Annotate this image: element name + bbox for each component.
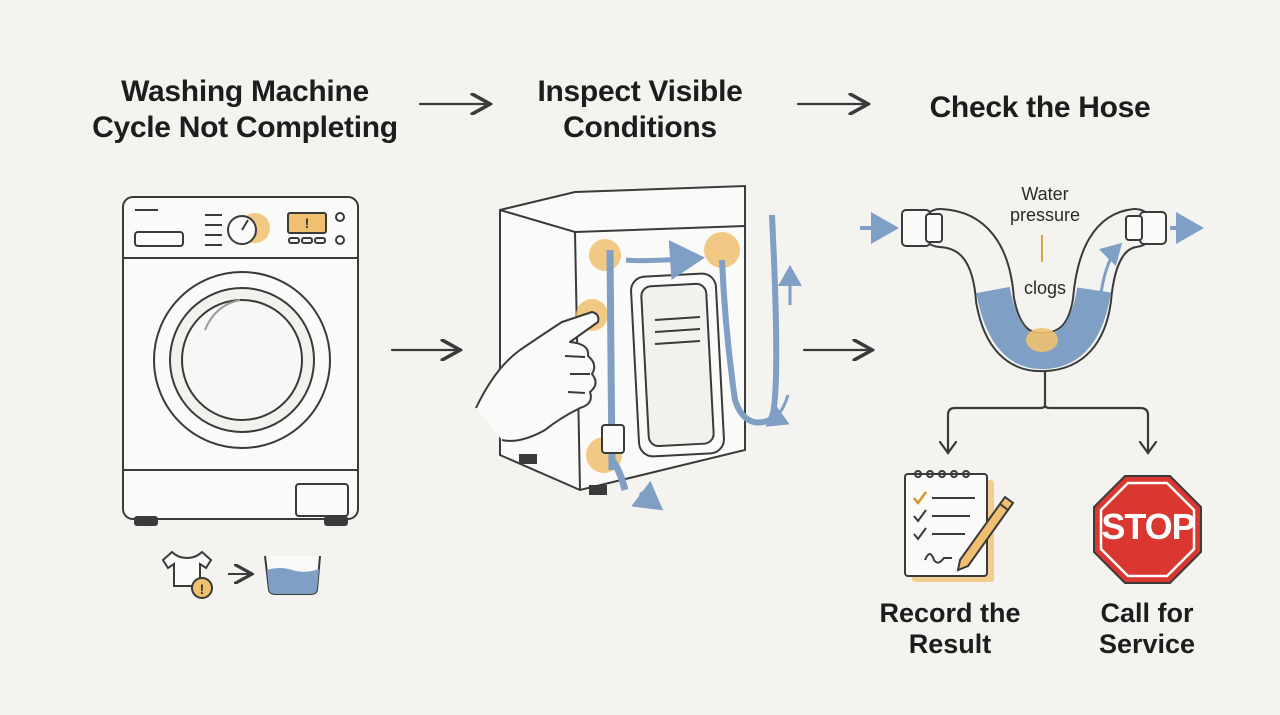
arrow-split-branch: [946, 368, 1150, 452]
outcome-record-result: Record the Result: [879, 598, 1021, 659]
step-title-inspect: Inspect Visible Conditions: [537, 75, 743, 144]
water-pressure-label: Water pressure: [1009, 184, 1081, 225]
washing-machine-icon: !: [122, 196, 359, 526]
clogs-label: clogs: [1023, 278, 1067, 298]
flow-arrows: [390, 104, 1158, 455]
hose-illustration: [860, 208, 1204, 373]
svg-text:!: !: [305, 215, 310, 231]
outcome-call-service: Call for Service: [1098, 598, 1196, 659]
machine-back-icon: [499, 184, 802, 511]
svg-text:!: !: [200, 581, 205, 597]
water-basin-icon: [264, 555, 321, 595]
step-title-check-hose: Check the Hose: [929, 91, 1151, 124]
shirt-warning-icon: !: [161, 550, 213, 599]
checklist-notepad-icon: [904, 470, 1015, 582]
stop-sign-text: STOP: [1101, 506, 1195, 547]
stop-sign-icon: [1093, 475, 1202, 584]
step-title-washing-machine: Washing Machine Cycle Not Completing: [92, 75, 398, 144]
pointing-hand-icon: [475, 311, 600, 442]
